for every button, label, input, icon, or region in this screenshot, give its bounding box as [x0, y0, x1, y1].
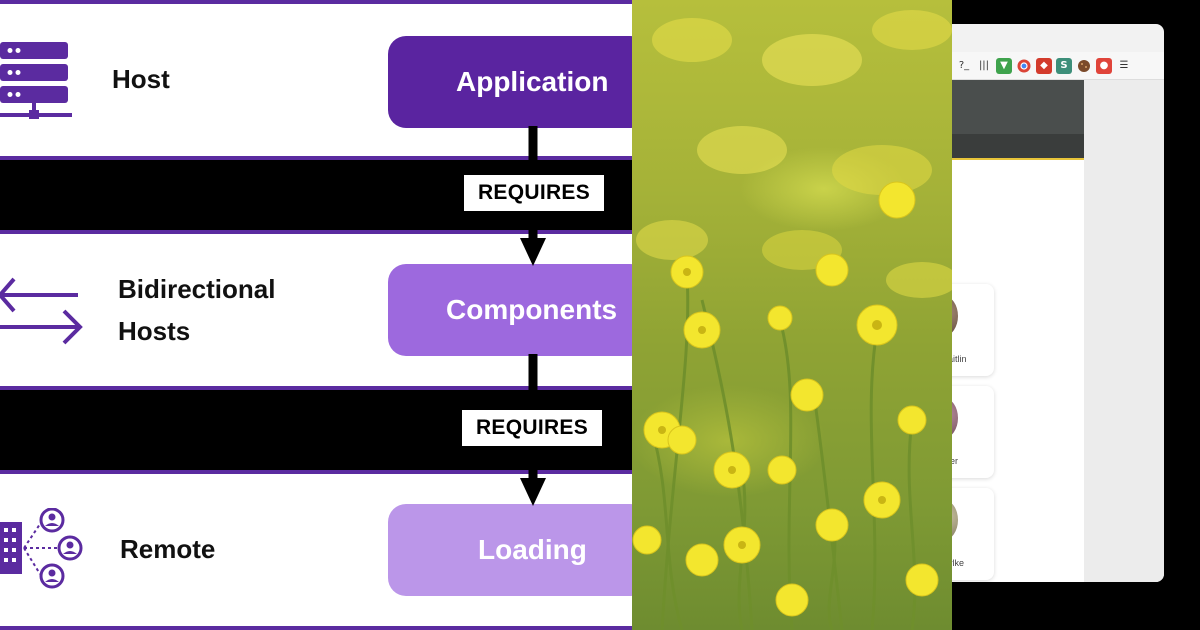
bars-icon[interactable]: ||| [978, 60, 990, 71]
shield-icon[interactable]: ▼ [996, 57, 1012, 74]
box-components: Components [388, 264, 632, 356]
card-name: Kaitlin [952, 354, 967, 364]
requires-label-1: REQUIRES [464, 175, 604, 211]
row-label-host: Host [112, 64, 170, 94]
avatar [952, 398, 958, 438]
architecture-diagram: Host Application Bidirectional Hosts Com… [0, 0, 632, 630]
browser-screenshot: ?_ ||| ▼ ◆ S ● ☰ Kaitlin rper [952, 0, 1200, 630]
yellow-buttercup-flowers-photo [632, 0, 952, 630]
box-loading: Loading [388, 504, 632, 596]
page-header [952, 80, 1084, 160]
connector-arrows [520, 238, 546, 506]
requires-label-2: REQUIRES [462, 410, 602, 446]
avatar [952, 296, 958, 336]
menu-icon[interactable]: ☰ [1119, 60, 1129, 71]
page-header-subbar [952, 134, 1084, 160]
row-label-remote: Remote [120, 534, 216, 564]
arrow-head-1 [520, 238, 546, 266]
flower-field-illustration [632, 10, 952, 630]
server-icon [0, 42, 72, 119]
chrome-icon[interactable] [1016, 58, 1032, 74]
profile-card[interactable]: rper [952, 386, 994, 478]
browser-window: ?_ ||| ▼ ◆ S ● ☰ Kaitlin rper [952, 24, 1164, 582]
terminal-icon[interactable]: ?_ [958, 60, 970, 71]
camera-icon[interactable]: ● [1096, 57, 1112, 74]
arrow-head-2 [520, 478, 546, 506]
card-name: Sylke [952, 558, 965, 568]
card-name: rper [952, 456, 959, 466]
browser-toolbar: ?_ ||| ▼ ◆ S ● ☰ [952, 52, 1164, 80]
s-icon[interactable]: S [1056, 57, 1072, 74]
bidirectional-arrows-icon [0, 277, 83, 345]
box-application: Application [388, 36, 632, 128]
brave-icon[interactable]: ◆ [1036, 57, 1052, 74]
network-users-icon [0, 508, 83, 589]
cookie-icon[interactable] [1076, 58, 1092, 74]
profile-card[interactable]: Sylke [952, 488, 994, 580]
page-side-panel [1084, 80, 1164, 582]
row-label-bidirectional-hosts: Bidirectional Hosts [118, 274, 276, 346]
profile-card[interactable]: Kaitlin [952, 284, 994, 376]
avatar [952, 500, 958, 540]
page-content: Kaitlin rper Sylke [952, 80, 1084, 582]
